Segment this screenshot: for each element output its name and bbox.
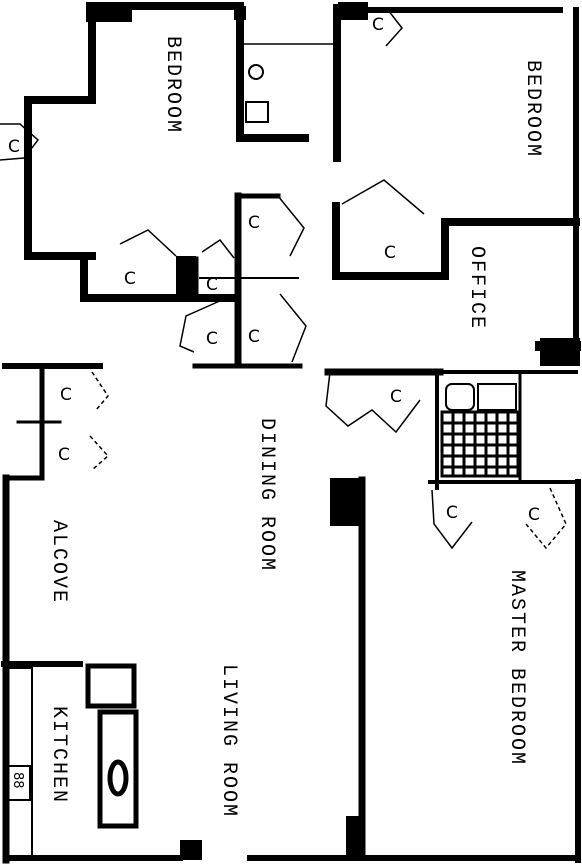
door-bath-closet-1 xyxy=(431,489,473,550)
closet-label: C xyxy=(248,213,260,233)
label-living-room: LIVING ROOM xyxy=(217,664,240,818)
column-office-corner xyxy=(540,338,580,366)
door-closet-a xyxy=(277,195,305,257)
wall-office-left xyxy=(332,202,580,280)
door-hall-closet-2 xyxy=(201,238,235,259)
small-cabinet xyxy=(245,101,269,123)
unit-number-box xyxy=(7,765,31,801)
doors xyxy=(0,9,567,550)
closet-label: C xyxy=(206,275,218,295)
bath-tile-grid xyxy=(442,412,518,476)
wall-left-bedroom xyxy=(24,14,96,260)
door-alcove-closet-2 xyxy=(89,435,110,471)
closet-label: C xyxy=(8,137,20,157)
label-kitchen: KITCHEN xyxy=(47,706,70,804)
closet-label: C xyxy=(248,327,260,347)
closet-label: C xyxy=(58,445,70,465)
door-bedroom-closet xyxy=(0,123,40,161)
closet-label: C xyxy=(60,385,72,405)
column-master-top-left xyxy=(330,478,364,526)
bath-vanity xyxy=(477,383,517,411)
label-master-bedroom: MASTER BEDROOM xyxy=(505,570,528,766)
label-office: OFFICE xyxy=(465,246,488,330)
column-hall-closet xyxy=(176,256,196,300)
label-dining-room: DINING ROOM xyxy=(255,418,278,572)
door-master-closet-1 xyxy=(325,371,421,434)
stove xyxy=(97,709,139,829)
label-bedroom-upper-right: BEDROOM xyxy=(521,60,544,158)
closet-label: C xyxy=(372,15,384,35)
closet-label: C xyxy=(384,243,396,263)
column-bottom-mid xyxy=(346,816,364,860)
door-alcove-closet-1 xyxy=(91,371,109,411)
refrigerator xyxy=(85,663,137,709)
closet-label: C xyxy=(528,505,540,525)
room-labels: BEDROOM BEDROOM OFFICE DINING ROOM ALCOV… xyxy=(47,36,544,818)
closet-label: C xyxy=(390,387,402,407)
columns xyxy=(92,2,580,860)
closet-labels: C C C C C C C C C C C C C xyxy=(8,15,540,525)
sink-bowl xyxy=(107,759,129,797)
door-office xyxy=(341,179,425,215)
door-closet-c xyxy=(179,299,223,353)
door-closet-b xyxy=(279,293,307,363)
closet-label: C xyxy=(206,329,218,349)
wall-left-bedroom-bottom xyxy=(80,252,96,302)
column-top-mid xyxy=(234,6,246,20)
unit-number: 88 xyxy=(10,772,25,789)
column-top-left xyxy=(92,2,128,18)
toilet-tank xyxy=(445,383,475,411)
label-bedroom-upper-left: BEDROOM xyxy=(161,36,184,134)
door-bath-closet-2 xyxy=(525,487,567,550)
small-fixture xyxy=(248,64,264,80)
door-hall-closet-1 xyxy=(119,229,177,257)
column-bottom-left xyxy=(180,840,202,860)
closet-label: C xyxy=(446,503,458,523)
door-right-bedroom-closet xyxy=(370,9,403,47)
wall-bedroom-divider xyxy=(236,6,309,142)
closet-label: C xyxy=(124,269,136,289)
label-alcove: ALCOVE xyxy=(47,520,70,604)
column-top-right xyxy=(338,2,368,20)
kitchen-fixtures xyxy=(5,663,139,859)
kitchen-counter xyxy=(5,667,33,859)
bathroom xyxy=(245,64,520,478)
